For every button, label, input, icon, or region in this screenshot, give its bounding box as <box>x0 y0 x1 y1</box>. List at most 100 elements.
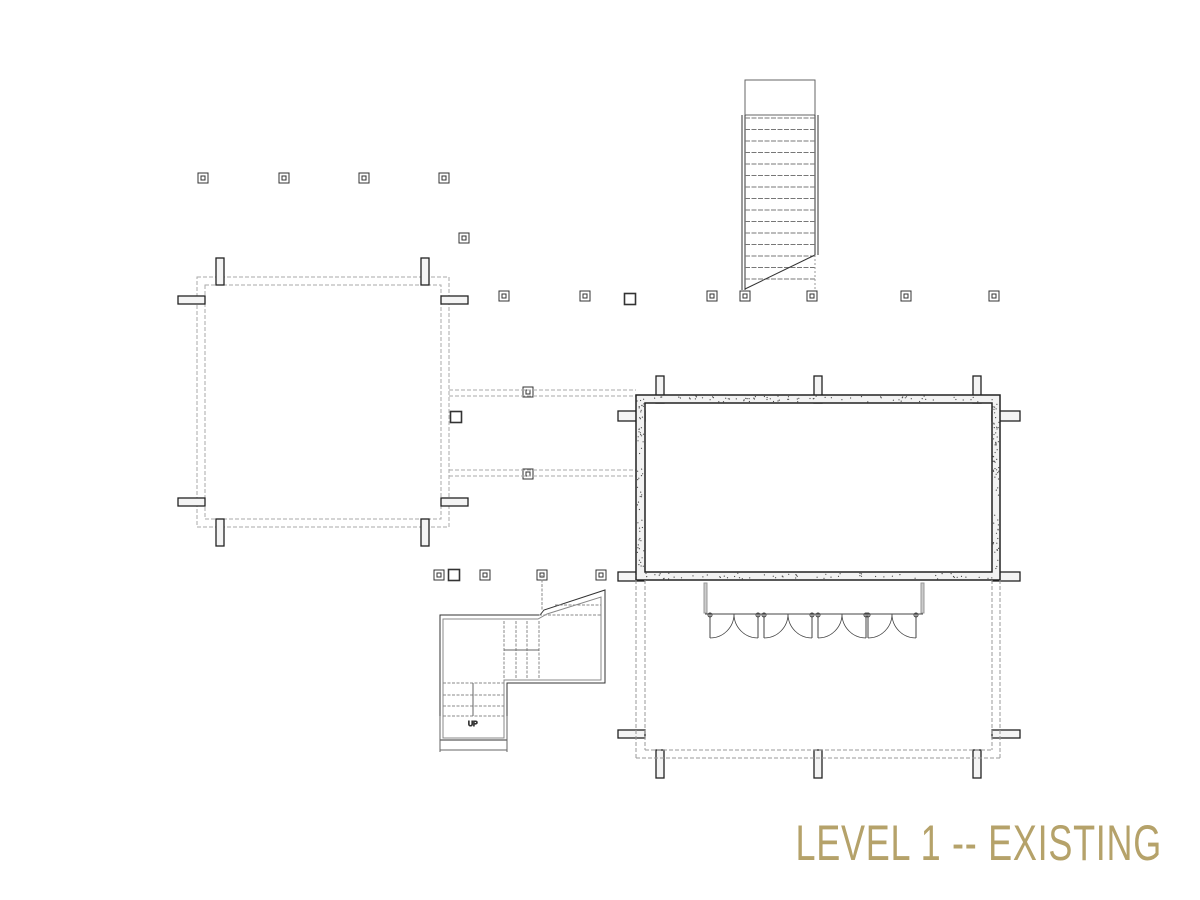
door-swing <box>867 613 917 639</box>
concrete-hatch <box>748 398 750 400</box>
column-marker-core <box>525 389 531 395</box>
column-marker-core <box>525 471 531 477</box>
concrete-hatch <box>970 399 972 401</box>
concrete-hatch <box>637 470 639 472</box>
concrete-hatch <box>712 396 714 398</box>
concrete-hatch <box>689 398 691 400</box>
concrete-hatch <box>809 397 811 400</box>
column-marker-core <box>582 293 588 299</box>
concrete-hatch <box>741 578 743 580</box>
concrete-hatch <box>830 397 833 399</box>
concrete-hatch <box>688 397 691 399</box>
concrete-hatch <box>637 436 639 438</box>
wall-pier <box>177 295 206 305</box>
wall-pier <box>420 257 430 286</box>
concrete-hatch <box>641 526 644 529</box>
concrete-hatch <box>679 397 682 399</box>
concrete-hatch <box>642 473 644 475</box>
column-marker <box>522 386 534 398</box>
concrete-hatch <box>636 400 638 402</box>
wall-pier <box>440 497 469 507</box>
concrete-hatch <box>646 576 648 578</box>
concrete-hatch <box>706 574 708 576</box>
concrete-hatch <box>937 578 939 580</box>
concrete-hatch <box>692 575 694 577</box>
concrete-hatch <box>702 576 704 578</box>
concrete-hatch <box>753 397 755 399</box>
concrete-hatch <box>641 557 643 559</box>
column-marker <box>900 290 912 302</box>
concrete-hatch <box>997 528 999 530</box>
concrete-hatch <box>639 418 642 420</box>
wall-pier <box>813 749 823 779</box>
column-marker-core <box>709 293 715 299</box>
concrete-hatch <box>763 395 766 398</box>
door-hinge <box>761 612 767 618</box>
column-marker <box>438 172 450 184</box>
column-marker-large <box>449 410 463 424</box>
wall-pier <box>420 518 430 547</box>
concrete-hatch <box>636 551 639 554</box>
column-marker-core <box>809 293 815 299</box>
concrete-hatch <box>722 401 725 403</box>
concrete-hatch <box>994 444 996 446</box>
left-pavilion-outline <box>196 276 636 528</box>
concrete-hatch <box>635 575 637 577</box>
concrete-hatch <box>816 576 818 578</box>
concrete-hatch <box>997 427 999 429</box>
concrete-hatch <box>640 447 643 449</box>
concrete-hatch <box>641 494 643 496</box>
concrete-hatch <box>638 428 640 430</box>
door-swing <box>763 613 813 639</box>
concrete-hatch <box>996 428 998 430</box>
concrete-hatch <box>638 539 640 541</box>
concrete-hatch <box>899 574 901 576</box>
concrete-hatch <box>726 577 729 579</box>
concrete-hatch <box>788 573 790 575</box>
concrete-hatch <box>637 501 640 503</box>
concrete-hatch <box>859 572 861 575</box>
concrete-hatch <box>723 575 725 577</box>
concrete-hatch <box>662 578 665 580</box>
concrete-hatch <box>994 451 996 454</box>
concrete-hatch <box>639 417 641 419</box>
column-marker-core <box>501 293 507 299</box>
concrete-hatch <box>781 575 783 577</box>
concrete-hatch <box>995 532 998 534</box>
wall-pier <box>215 518 225 547</box>
door-hinge <box>815 612 821 618</box>
concrete-hatch <box>860 396 863 398</box>
concrete-hatch <box>994 476 996 478</box>
column-marker <box>579 290 591 302</box>
concrete-hatch <box>935 574 937 577</box>
concrete-hatch <box>719 576 721 578</box>
concrete-hatch <box>659 573 661 575</box>
concrete-hatch <box>993 456 995 458</box>
concrete-hatch <box>993 460 995 462</box>
concrete-hatch <box>668 578 670 580</box>
concrete-hatch <box>960 575 963 578</box>
concrete-hatch <box>875 575 877 578</box>
wall-pier <box>655 749 665 779</box>
concrete-hatch <box>637 522 639 524</box>
concrete-hatch <box>668 572 670 574</box>
column-marker-core <box>281 175 287 181</box>
concrete-hatch <box>796 398 798 400</box>
door-hinge <box>755 612 761 618</box>
concrete-hatch <box>995 444 997 446</box>
concrete-hatch <box>904 397 906 399</box>
concrete-hatch <box>787 398 789 400</box>
concrete-hatch <box>661 396 663 398</box>
concrete-hatch <box>754 396 757 398</box>
existing-building <box>635 394 1001 759</box>
column-markers <box>197 172 1000 582</box>
concrete-hatch <box>639 452 641 455</box>
column-marker-large <box>623 292 637 306</box>
concrete-hatch <box>993 470 995 472</box>
concrete-hatch <box>860 573 863 575</box>
upper-stair <box>741 79 819 290</box>
concrete-hatch <box>995 473 997 475</box>
concrete-hatch <box>637 440 639 442</box>
concrete-hatch <box>997 559 999 561</box>
